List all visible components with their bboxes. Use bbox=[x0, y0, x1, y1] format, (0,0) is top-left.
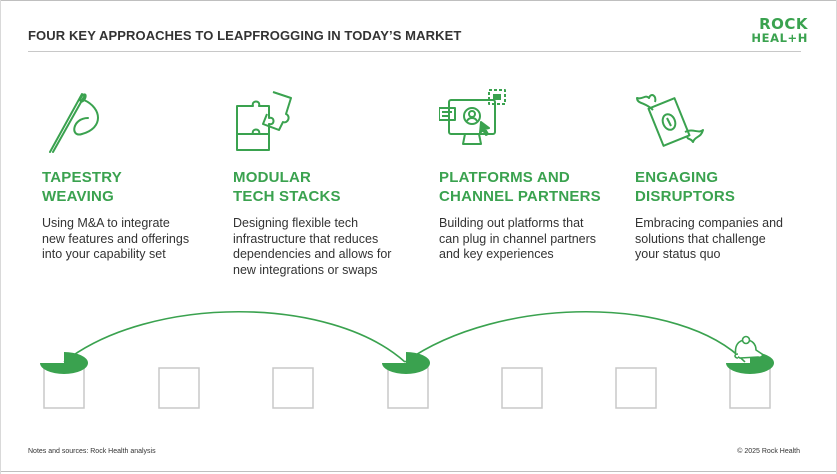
jump-arc-2 bbox=[404, 310, 746, 363]
step-box bbox=[158, 367, 200, 409]
approach-heading: PLATFORMS AND CHANNEL PARTNERS bbox=[439, 169, 601, 205]
header-divider bbox=[28, 51, 801, 52]
approach-description: Embracing companies and solutions that c… bbox=[635, 216, 783, 261]
left-border bbox=[0, 0, 1, 474]
approach-heading: ENGAGING DISRUPTORS bbox=[635, 169, 736, 205]
copyright: © 2025 Rock Health bbox=[737, 448, 800, 455]
step-box bbox=[729, 367, 771, 409]
approach-heading: TAPESTRY WEAVING bbox=[42, 169, 122, 205]
logo-line-2: HEAL+H bbox=[751, 31, 808, 45]
jump-arc-1 bbox=[63, 310, 406, 363]
rock-health-logo: ROCK HEAL+H bbox=[751, 15, 808, 46]
approach-tapestry-weaving: TAPESTRY WEAVING Using M&A to integrate … bbox=[42, 88, 227, 263]
frog-icon bbox=[734, 335, 764, 359]
header: FOUR KEY APPROACHES TO LEAPFROGGING IN T… bbox=[28, 17, 808, 54]
step-box bbox=[501, 367, 543, 409]
step-box bbox=[387, 367, 429, 409]
bottom-border bbox=[0, 471, 837, 472]
approach-description: Using M&A to integrate new features and … bbox=[42, 216, 190, 261]
lily-pad bbox=[40, 352, 88, 374]
puzzle-icon bbox=[236, 91, 292, 151]
footnote-sources: Notes and sources: Rock Health analysis bbox=[28, 448, 156, 455]
logo-line-1: ROCK bbox=[759, 15, 808, 33]
top-border bbox=[0, 0, 837, 1]
lily-pad bbox=[726, 352, 774, 374]
approach-platforms-channel-partners: PLATFORMS AND CHANNEL PARTNERS Building … bbox=[439, 88, 624, 263]
flying-money-icon bbox=[636, 94, 704, 147]
needle-thread-icon bbox=[49, 93, 99, 153]
leapfrog-illustration bbox=[40, 310, 774, 409]
platform-screen-icon bbox=[439, 89, 506, 145]
approach-modular-tech-stacks: MODULAR TECH STACKS Designing flexible t… bbox=[233, 88, 418, 278]
page-title: FOUR KEY APPROACHES TO LEAPFROGGING IN T… bbox=[28, 28, 462, 43]
approach-description: Designing flexible tech infrastructure t… bbox=[233, 216, 392, 277]
step-box bbox=[272, 367, 314, 409]
approach-engaging-disruptors: ENGAGING DISRUPTORS Embracing companies … bbox=[635, 88, 820, 263]
approach-heading: MODULAR TECH STACKS bbox=[233, 169, 341, 205]
step-box bbox=[615, 367, 657, 409]
step-box bbox=[43, 367, 85, 409]
approach-description: Building out platforms that can plug in … bbox=[439, 216, 597, 261]
lily-pad bbox=[382, 352, 430, 374]
